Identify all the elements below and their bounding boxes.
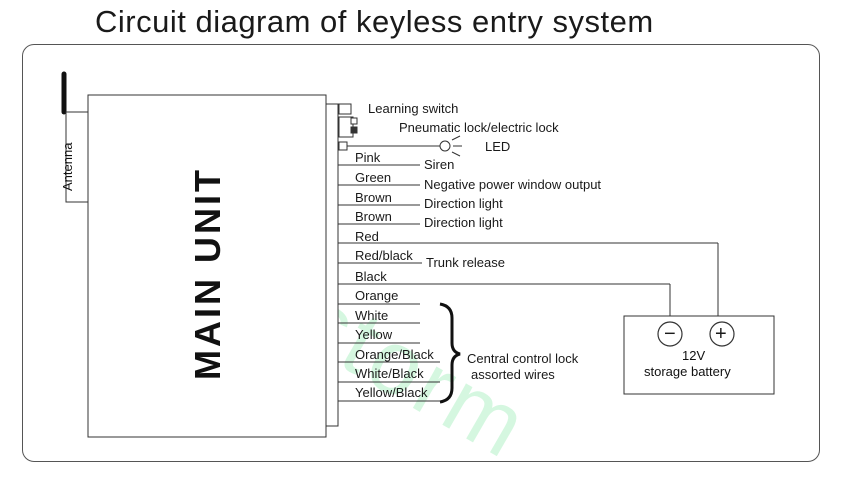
main-unit-box	[87, 94, 327, 438]
wire-color-label: White/Black	[355, 366, 424, 381]
wire-color-label: Brown	[355, 190, 392, 205]
main-unit-label: MAIN UNIT	[187, 167, 228, 380]
lock-pin-1	[350, 117, 358, 125]
wire-color-label: Yellow/Black	[355, 385, 428, 400]
wire-color-label: Red	[355, 229, 379, 244]
battery-box	[623, 315, 775, 395]
wire-lines	[338, 164, 718, 402]
diagram-title: Circuit diagram of keyless entry system	[95, 4, 654, 39]
battery-voltage: 12V	[682, 348, 706, 363]
learning-switch-connector	[338, 103, 352, 115]
led-rays	[451, 135, 462, 157]
wire-function-label: Trunk release	[426, 255, 505, 270]
wire-function-label: Direction light	[424, 215, 503, 230]
wire-function-label: Negative power window output	[424, 177, 602, 192]
minus-symbol: −	[664, 323, 676, 345]
wire-color-label: Red/black	[355, 248, 413, 263]
central-lock-sublabel: assorted wires	[471, 367, 555, 382]
wire-color-label: Black	[355, 269, 387, 284]
wire-color-label: Orange	[355, 288, 399, 303]
central-lock-brace	[439, 302, 461, 404]
wire-color-label: Orange/Black	[355, 347, 434, 362]
led-bulb	[439, 140, 451, 152]
wire-function-label: Direction light	[424, 196, 503, 211]
battery-plus-terminal	[709, 321, 735, 347]
lock-pin-2	[350, 126, 358, 134]
wire-color-label: White	[355, 308, 389, 323]
battery-label: storage battery	[644, 364, 731, 379]
pneumatic-lock-label: Pneumatic lock/electric lock	[399, 120, 559, 135]
wire-color-label: Pink	[355, 150, 381, 165]
wire-color-label: Yellow	[355, 327, 393, 342]
led-connector	[338, 141, 348, 151]
central-lock-label: Central control lock	[467, 351, 579, 366]
plus-symbol: +	[715, 323, 727, 345]
diagram-frame	[22, 44, 820, 462]
wire-color-label: Brown	[355, 209, 392, 224]
antenna-label: Antenna	[60, 142, 75, 191]
battery-minus-terminal	[657, 321, 683, 347]
connector-block	[325, 103, 339, 427]
wire-color-label: Green	[355, 170, 392, 185]
led-label: LED	[485, 139, 511, 154]
learning-switch-label: Learning switch	[368, 101, 459, 116]
wire-function-label: Siren	[424, 157, 455, 172]
